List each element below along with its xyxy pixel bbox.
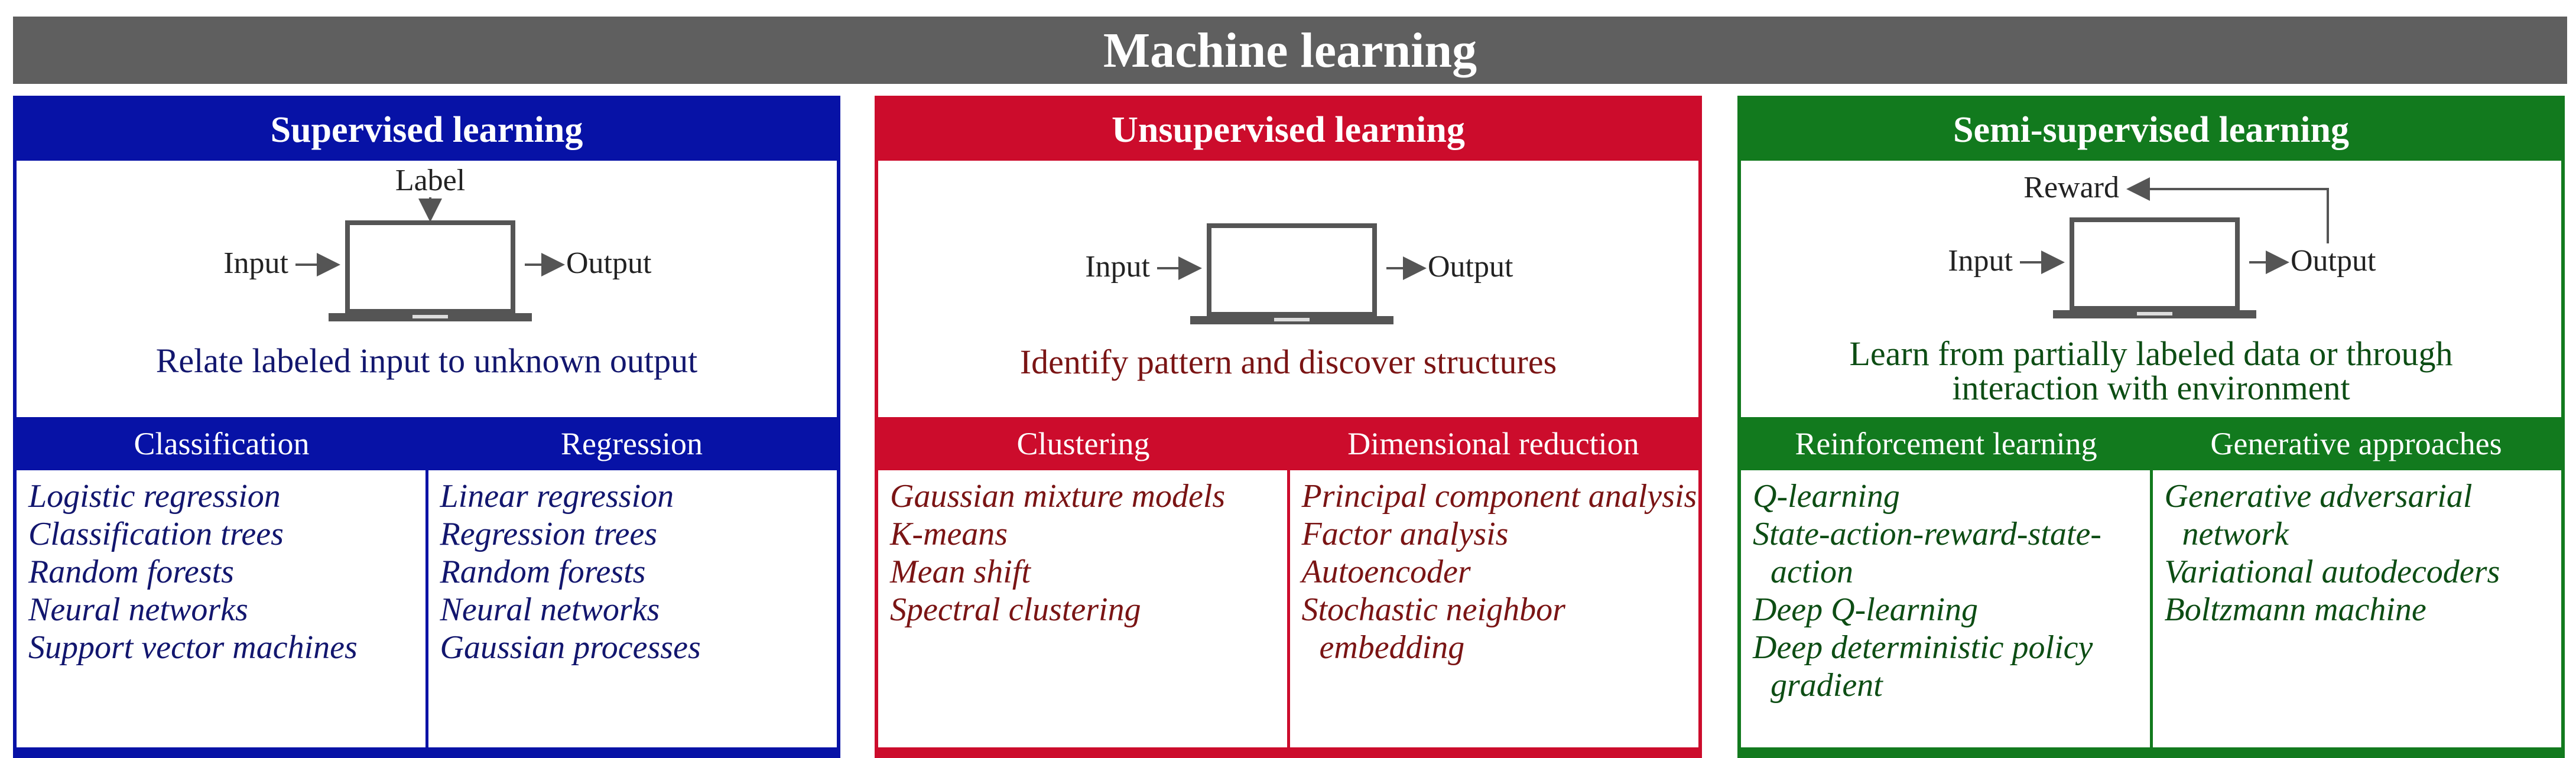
reinforcement-learning-column: Q-learning State-action-reward-state-act… — [1741, 470, 2150, 758]
semi-supervised-description-line: Learn from partially labeled data or thr… — [1849, 334, 2453, 373]
list-item: Stochastic neighbor embedding — [1301, 591, 1565, 666]
clustering-header: Clustering — [1016, 426, 1150, 461]
laptop-icon — [2053, 217, 2256, 318]
regression-column: Linear regression Regression trees Rando… — [425, 470, 837, 758]
list-item: Mean shift — [890, 554, 1031, 590]
laptop-icon — [329, 220, 532, 321]
list-item: Random forests — [440, 554, 646, 590]
supervised-description: Relate labeled input to unknown output — [155, 341, 698, 380]
bottom-strip — [878, 747, 1698, 754]
unsupervised-description: Identify pattern and discover structures — [1019, 343, 1557, 381]
classification-column: Logistic regression Classification trees… — [17, 470, 425, 758]
list-item: Spectral clustering — [890, 591, 1141, 628]
semi-supervised-diagram: Input Output Reward — [1741, 161, 2561, 332]
unsupervised-columns: Gaussian mixture models K-means Mean shi… — [878, 470, 1698, 758]
list-item: Deep Q-learning — [1753, 591, 1979, 628]
semi-supervised-subcategory-bar: Reinforcement learning Generative approa… — [1741, 417, 2561, 470]
list-item: Boltzmann machine — [2164, 591, 2426, 628]
semi-supervised-description-line: interaction with environment — [1952, 369, 2350, 407]
label-text: Label — [395, 164, 465, 197]
unsupervised-diagram: Input Output — [878, 161, 1698, 332]
input-text: Input — [1085, 250, 1150, 284]
unsupervised-learning-panel: Unsupervised learning Input Output Ident… — [875, 96, 1702, 758]
list-item: Random forests — [28, 554, 234, 590]
supervised-subcategory-bar: Classification Regression — [17, 417, 837, 470]
list-item: Generative adversarial network — [2164, 478, 2473, 552]
list-item: Neural networks — [440, 591, 660, 628]
supervised-diagram: Label Input Output — [17, 161, 837, 332]
semi-supervised-learning-title: Semi-supervised learning — [1741, 99, 2561, 161]
bottom-strip — [1741, 747, 2561, 754]
unsupervised-subcategory-bar: Clustering Dimensional reduction — [878, 417, 1698, 470]
dimensional-reduction-column: Principal component analysis Factor anal… — [1287, 470, 1699, 758]
list-item: Variational autodecoders — [2164, 554, 2500, 590]
classification-header: Classification — [134, 426, 310, 461]
list-item: Linear regression — [440, 478, 674, 515]
laptop-icon — [1190, 223, 1393, 324]
generative-approaches-header: Generative approaches — [2210, 426, 2502, 461]
list-item: Principal component analysis — [1301, 478, 1697, 515]
list-item: Support vector machines — [28, 629, 358, 666]
list-item: Gaussian processes — [440, 629, 701, 666]
list-item: Deep deterministic policy gradient — [1753, 629, 2093, 704]
input-text: Input — [223, 246, 288, 280]
list-item: K-means — [890, 516, 1008, 552]
bottom-strip — [17, 747, 837, 754]
input-text: Input — [1948, 244, 2013, 278]
output-text: Output — [1428, 250, 1513, 284]
semi-supervised-description: Learn from partially labeled data or thr… — [1741, 337, 2561, 405]
list-item: Regression trees — [440, 516, 658, 552]
output-text: Output — [566, 246, 652, 280]
regression-header: Regression — [561, 426, 703, 461]
list-item: Gaussian mixture models — [890, 478, 1226, 515]
semi-supervised-learning-panel: Semi-supervised learning Input Output Re… — [1737, 96, 2565, 758]
reinforcement-learning-header: Reinforcement learning — [1795, 426, 2097, 461]
page-title: Machine learning — [13, 17, 2567, 84]
output-text: Output — [2291, 244, 2376, 278]
list-item: Neural networks — [28, 591, 248, 628]
clustering-column: Gaussian mixture models K-means Mean shi… — [878, 470, 1287, 758]
list-item: Q-learning — [1753, 478, 1900, 515]
unsupervised-learning-title: Unsupervised learning — [878, 99, 1698, 161]
supervised-learning-panel: Supervised learning Label Input Output R… — [13, 96, 840, 758]
generative-approaches-column: Generative adversarial network Variation… — [2149, 470, 2562, 758]
dimensional-reduction-header: Dimensional reduction — [1347, 426, 1639, 461]
list-item: Factor analysis — [1301, 516, 1509, 552]
list-item: Autoencoder — [1301, 554, 1471, 590]
list-item: Logistic regression — [28, 478, 281, 515]
reward-text: Reward — [2023, 171, 2119, 204]
supervised-learning-title: Supervised learning — [17, 99, 837, 161]
list-item: Classification trees — [28, 516, 284, 552]
semi-supervised-columns: Q-learning State-action-reward-state-act… — [1741, 470, 2561, 758]
supervised-columns: Logistic regression Classification trees… — [17, 470, 837, 758]
list-item: State-action-reward-state-action — [1753, 516, 2101, 590]
